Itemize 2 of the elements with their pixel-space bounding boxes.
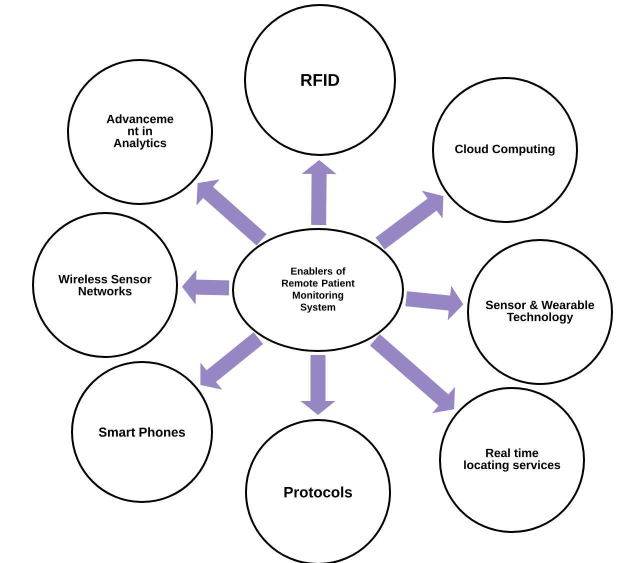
block-arrow — [376, 190, 444, 250]
block-arrow — [200, 332, 264, 390]
